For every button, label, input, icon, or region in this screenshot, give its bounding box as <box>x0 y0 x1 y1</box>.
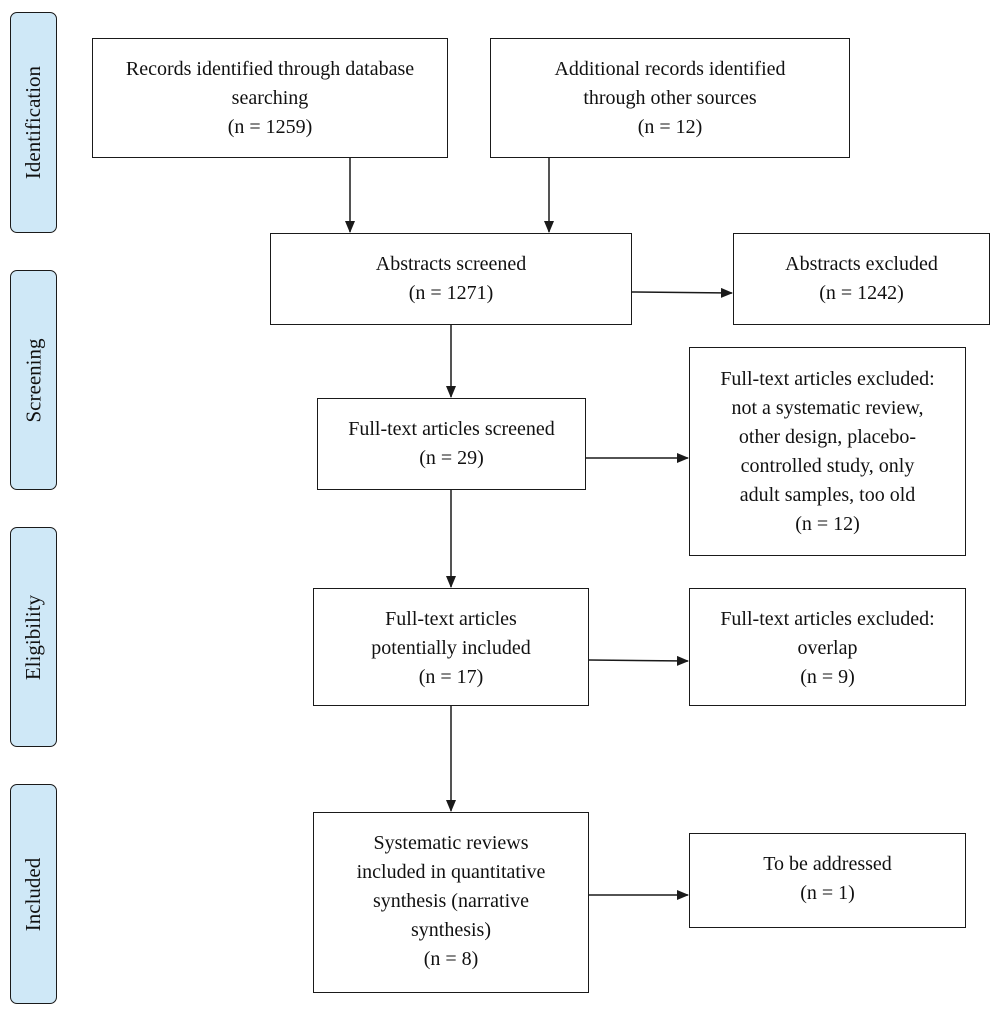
box-database-records: Records identified through database sear… <box>92 38 448 158</box>
box-line: controlled study, only <box>740 455 915 477</box>
box-line: Full-text articles <box>385 608 517 630</box>
box-count: (n = 8) <box>423 948 479 970</box>
box-count: (n = 1259) <box>227 116 313 138</box>
box-count: (n = 12) <box>637 116 703 138</box>
phase-included: Included <box>10 784 57 1004</box>
box-line: Records identified through database <box>125 58 415 80</box>
box-other-sources: Additional records identified through ot… <box>490 38 850 158</box>
box-count: (n = 12) <box>795 513 860 535</box>
arrow-abstracts-to-excluded <box>631 287 733 298</box>
box-abstracts-screened: Abstracts screened (n = 1271) <box>270 233 632 325</box>
box-fulltext-excluded-overlap: Full-text articles excluded: overlap (n … <box>689 588 966 706</box>
box-line: To be addressed <box>763 853 892 875</box>
box-systematic-reviews: Systematic reviews included in quantitat… <box>313 812 589 993</box>
box-line: not a systematic review, <box>731 397 924 419</box>
box-count: (n = 17) <box>418 666 484 688</box>
box-line: synthesis (narrative <box>372 890 530 912</box>
box-count: (n = 29) <box>419 447 484 469</box>
box-line: overlap <box>797 637 858 659</box>
box-line: Additional records identified <box>554 58 786 80</box>
box-line: Abstracts screened <box>375 253 527 275</box>
box-line: synthesis) <box>411 919 491 941</box>
box-fulltext-excluded-reasons: Full-text articles excluded: not a syste… <box>689 347 966 556</box>
box-potentially-included: Full-text articles potentially included … <box>313 588 589 706</box>
box-line: through other sources <box>583 87 757 109</box>
phase-screening: Screening <box>10 270 57 490</box>
box-line: Full-text articles excluded: <box>720 608 935 630</box>
box-abstracts-excluded: Abstracts excluded (n = 1242) <box>733 233 990 325</box>
box-line: Full-text articles screened <box>348 418 555 440</box>
box-fulltext-screened: Full-text articles screened (n = 29) <box>317 398 586 490</box>
box-line: Full-text articles excluded: <box>720 368 935 390</box>
phase-identification: Identification <box>10 12 57 233</box>
phase-eligibility: Eligibility <box>10 527 57 747</box>
arrow-potential-to-overlap-excluded <box>588 655 689 666</box>
box-count: (n = 1271) <box>408 282 494 304</box>
box-count: (n = 1) <box>800 882 855 904</box>
box-count: (n = 9) <box>800 666 855 688</box>
box-count: (n = 1242) <box>819 282 904 304</box>
box-line: Abstracts excluded <box>785 253 938 275</box>
box-line: adult samples, too old <box>739 484 916 506</box>
box-line: other design, placebo- <box>738 426 917 448</box>
box-line: Systematic reviews <box>373 832 529 854</box>
box-line: potentially included <box>371 637 531 659</box>
box-line: included in quantitative <box>356 861 546 883</box>
box-to-be-addressed: To be addressed (n = 1) <box>689 833 966 928</box>
box-line: searching <box>231 87 309 109</box>
